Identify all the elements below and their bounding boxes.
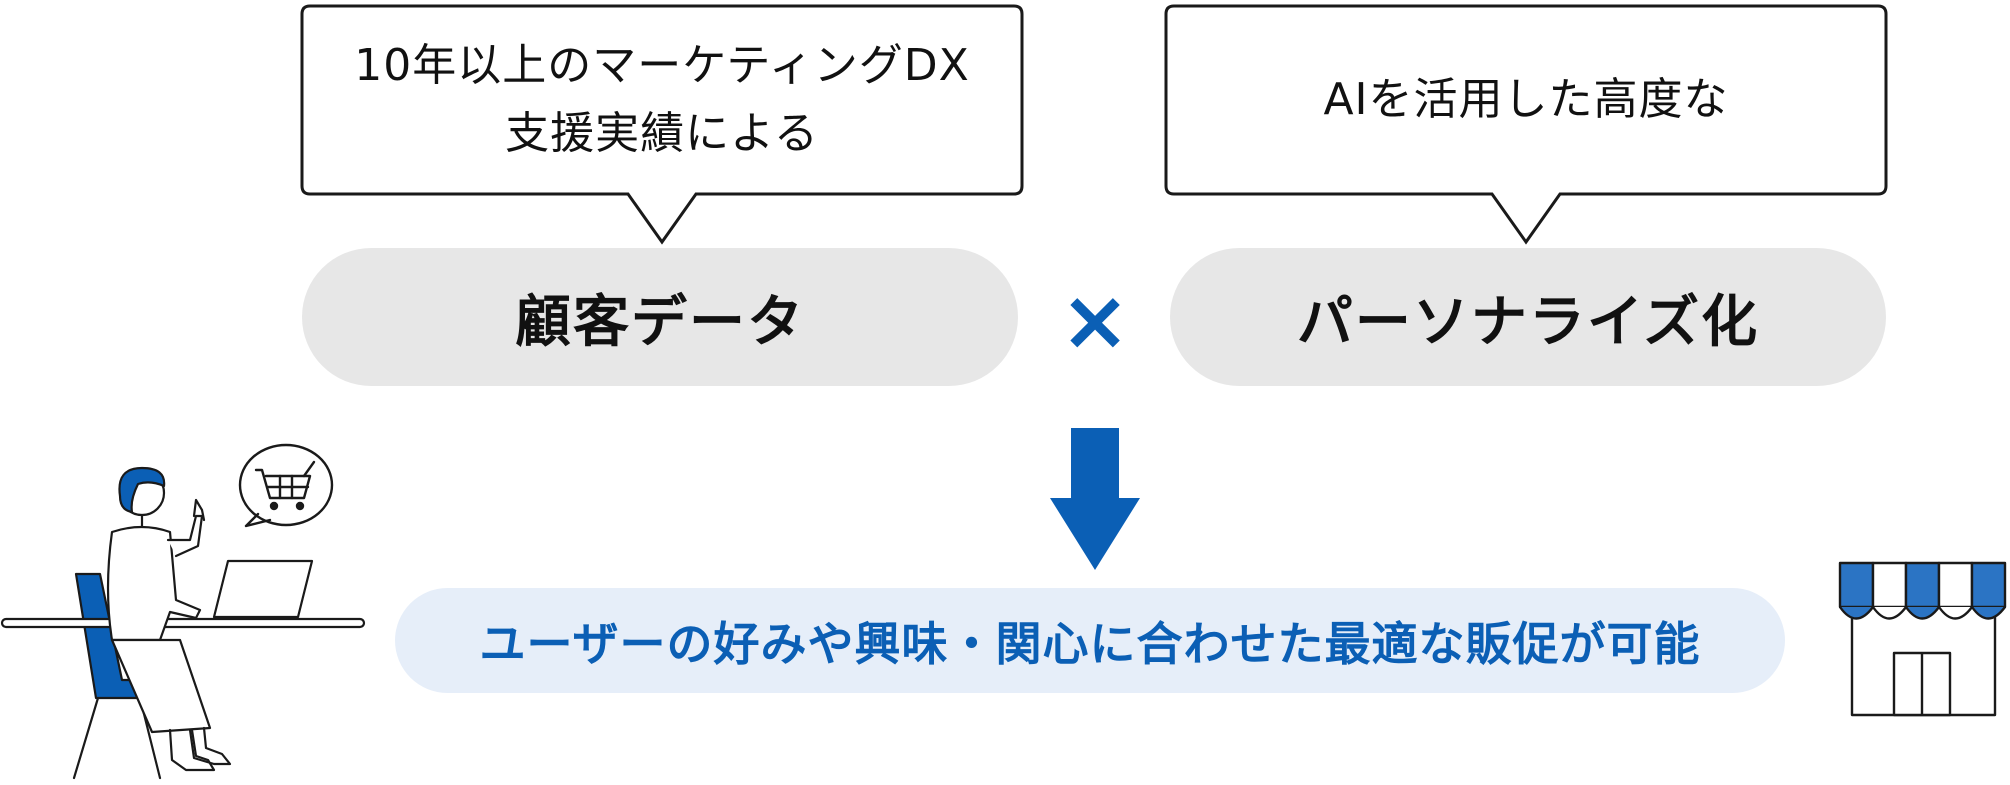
personalization-pill: パーソナライズ化	[1170, 248, 1886, 386]
left-speech-bubble	[300, 4, 1024, 245]
left-bubble-line-1: 10年以上のマーケティングDX	[354, 40, 970, 91]
multiply-symbol: ×	[1059, 271, 1131, 369]
right-bubble-line-1: AIを活用した高度な	[1323, 74, 1729, 125]
left-bubble-line-2: 支援実績による	[505, 108, 819, 159]
right-bubble-text: AIを活用した高度な	[1166, 6, 1886, 194]
left-bubble-text: 10年以上のマーケティングDX 支援実績による	[302, 6, 1022, 194]
person-at-laptop-icon	[0, 466, 366, 780]
right-speech-bubble	[1164, 4, 1888, 245]
result-banner: ユーザーの好みや興味・関心に合わせた最適な販促が可能	[395, 588, 1785, 693]
storefront-icon	[1838, 561, 2007, 717]
down-arrow-icon	[1050, 428, 1140, 570]
shopping-cart-icon	[238, 443, 334, 528]
customer-data-pill: 顧客データ	[302, 248, 1018, 386]
